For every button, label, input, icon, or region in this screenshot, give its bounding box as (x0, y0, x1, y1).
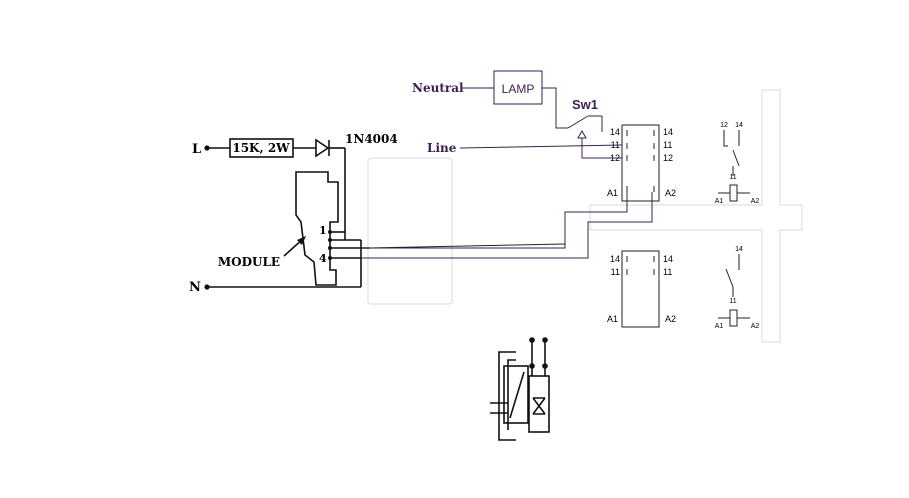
symbol-bottom-14: 14 (735, 246, 743, 253)
relay-top-pin-14-right: 14 (663, 127, 673, 137)
module-label: MODULE (218, 255, 280, 269)
faint-outline-box (367, 157, 453, 305)
symbol-bottom-a1: A1 (715, 323, 724, 330)
diode-label: 1N4004 (345, 132, 398, 146)
resistor-label: 15K, 2W (232, 141, 290, 155)
relay-top-body (621, 124, 660, 202)
relay-top-pin-14-left: 14 (610, 127, 620, 137)
relay-bottom-pin-11-left: 11 (611, 267, 620, 277)
relay-top-pin-11-right: 11 (663, 140, 672, 150)
label-L: L (192, 142, 201, 157)
symbol-top-coil (729, 184, 738, 202)
neutral-label: Neutral (412, 81, 464, 95)
relay-bottom: 14 11 14 11 A1 A2 (607, 250, 676, 328)
symbol-top-a2: A2 (751, 198, 760, 205)
relay-top-pin-12-right: 12 (663, 153, 673, 163)
relay-bottom-body (621, 250, 660, 328)
module-internal-icon (490, 337, 550, 441)
relay-bottom-a2: A2 (665, 314, 676, 324)
relay-top-a1: A1 (607, 188, 618, 198)
relay-top-pin-11-left: 11 (611, 140, 620, 150)
relay-top: 14 11 12 14 11 12 A1 A2 (607, 124, 676, 202)
symbol-top-a1: A1 (715, 198, 724, 205)
relay-bottom-pin-14-left: 14 (610, 254, 620, 264)
faint-din-rail (589, 89, 803, 343)
relay-bottom-pin-14-right: 14 (663, 254, 673, 264)
symbol-bottom-11: 11 (729, 298, 736, 305)
line-input: L 15K, 2W 1N4004 (192, 132, 398, 232)
module-block: MODULE 1 4 (218, 171, 339, 286)
symbol-top-11: 11 (729, 174, 736, 181)
symbol-top-14: 14 (735, 122, 743, 129)
relay-top-a2: A2 (665, 188, 676, 198)
relay-top-pin-12-left: 12 (610, 153, 620, 163)
label-N: N (189, 280, 201, 295)
symbol-bottom-coil (729, 309, 738, 327)
relay-symbol-top: 12 14 11 A1 A2 (715, 122, 760, 205)
neutral-input: N (189, 280, 361, 295)
switch-blade (567, 115, 589, 129)
relay-symbol-bottom: 14 11 A1 A2 (715, 246, 760, 330)
lamp-circuit: Neutral LAMP Sw1 Line (412, 70, 623, 159)
pin4-label: 4 (319, 252, 327, 265)
relay-bottom-pin-11-right: 11 (663, 267, 672, 277)
lamp-label: LAMP (502, 82, 535, 96)
symbol-bottom-a2: A2 (751, 323, 760, 330)
coil-wires (361, 192, 653, 259)
pin1-label: 1 (319, 224, 327, 237)
relay-bottom-a1: A1 (607, 314, 618, 324)
line-label: Line (427, 141, 457, 155)
diode-1n4004 (315, 138, 330, 158)
switch-label: Sw1 (572, 97, 598, 112)
symbol-top-12: 12 (720, 122, 728, 129)
